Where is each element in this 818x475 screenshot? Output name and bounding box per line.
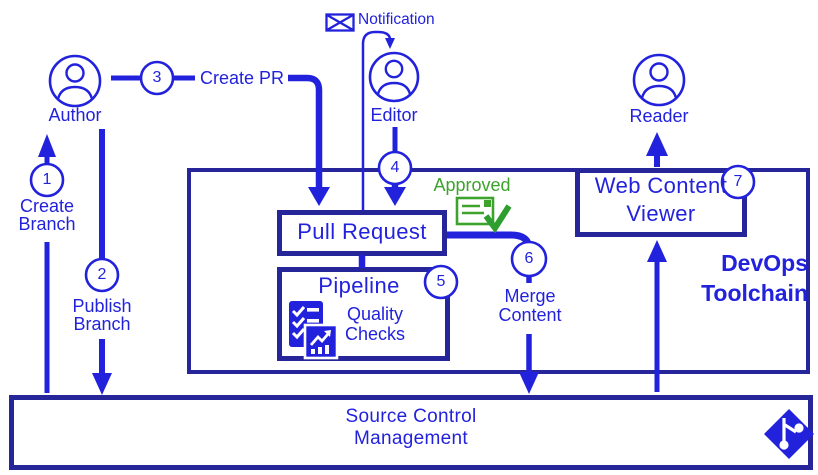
publish-branch-label: Publish Branch — [72, 296, 132, 334]
devops-toolchain-label: DevOps Toolchain — [701, 250, 808, 306]
notification-label: Notification — [358, 11, 435, 28]
pipeline-label: Pipeline — [318, 273, 400, 298]
step-number-2: 2 — [97, 266, 107, 283]
devops-toolchain-container — [187, 168, 810, 374]
source-control-label: Source Control Management — [345, 406, 477, 449]
web-content-viewer-label: Web Content Viewer — [594, 173, 728, 226]
merge-content-label: Merge Content — [498, 286, 562, 325]
quality-checks-label: Quality Checks — [344, 304, 406, 344]
create-branch-label: Create Branch — [18, 196, 76, 234]
approved-label: Approved — [433, 175, 511, 195]
step-number-6: 6 — [524, 250, 534, 267]
source-control-box — [9, 395, 813, 470]
step-number-3: 3 — [152, 69, 162, 86]
publish-branch-arrowhead — [92, 373, 112, 395]
viewer-to-reader-arrowhead — [646, 132, 668, 156]
step-number-4: 4 — [390, 159, 400, 176]
editor-label: Editor — [370, 105, 418, 125]
reader-label: Reader — [629, 106, 689, 126]
author-label: Author — [48, 105, 102, 125]
web-content-viewer-box — [575, 168, 747, 237]
merge-arrowhead — [519, 372, 539, 394]
author-person-icon — [48, 54, 102, 108]
reader-person-icon — [632, 53, 686, 107]
create-branch-arrowhead — [38, 134, 56, 157]
step-number-1: 1 — [42, 171, 52, 188]
pull-request-label: Pull Request — [297, 219, 427, 244]
editor-person-icon — [368, 51, 420, 103]
pull-request-box — [277, 210, 447, 256]
create-pr-label: Create PR — [199, 68, 285, 88]
notification-arrowhead — [385, 38, 395, 49]
envelope-icon — [325, 13, 355, 32]
